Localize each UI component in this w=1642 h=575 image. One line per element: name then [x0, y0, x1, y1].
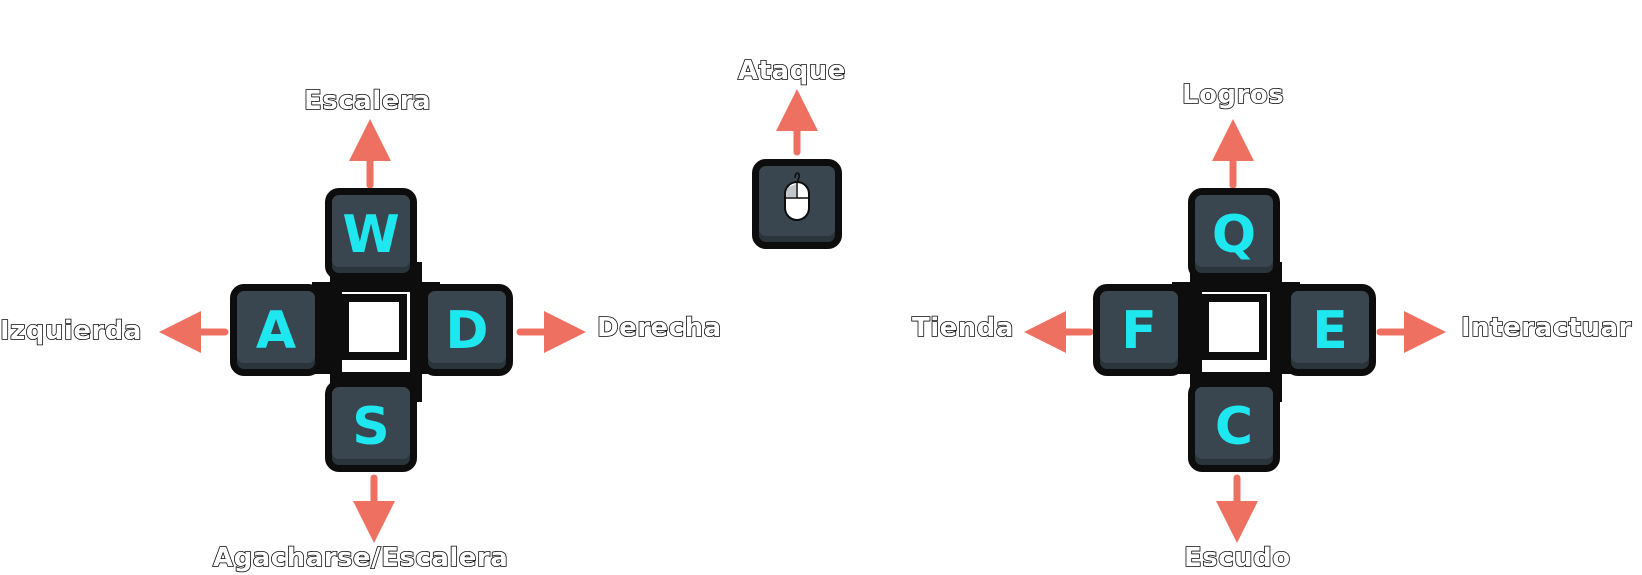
key-q[interactable]: Q	[1188, 188, 1280, 280]
key-letter: W	[342, 205, 400, 265]
label-agacharse-escalera: Agacharse/Escalera	[212, 542, 509, 574]
label-ataque: Ataque	[737, 55, 846, 87]
mouse-icon	[784, 172, 810, 221]
label-interactuar: Interactuar	[1460, 312, 1632, 344]
key-letter: Q	[1211, 205, 1257, 265]
mouse-key[interactable]	[752, 159, 842, 249]
key-letter: A	[255, 301, 297, 361]
key-letter: D	[445, 301, 489, 361]
label-logros: Logros	[1181, 79, 1285, 111]
key-d[interactable]: D	[421, 284, 513, 376]
label-escudo: Escudo	[1183, 542, 1291, 574]
key-c[interactable]: C	[1188, 380, 1280, 472]
key-s[interactable]: S	[325, 380, 417, 472]
key-letter: E	[1312, 301, 1348, 361]
label-tienda: Tienda	[911, 312, 1014, 344]
key-letter: C	[1214, 397, 1254, 457]
center-box	[1201, 294, 1267, 360]
key-f[interactable]: F	[1093, 284, 1185, 376]
key-e[interactable]: E	[1284, 284, 1376, 376]
key-w[interactable]: W	[325, 188, 417, 280]
key-letter: F	[1121, 301, 1157, 361]
key-a[interactable]: A	[230, 284, 322, 376]
label-izquierda: Izquierda	[0, 315, 142, 347]
key-letter: S	[352, 397, 390, 457]
label-escalera: Escalera	[303, 85, 432, 117]
center-box	[341, 294, 407, 360]
label-derecha: Derecha	[596, 312, 722, 344]
